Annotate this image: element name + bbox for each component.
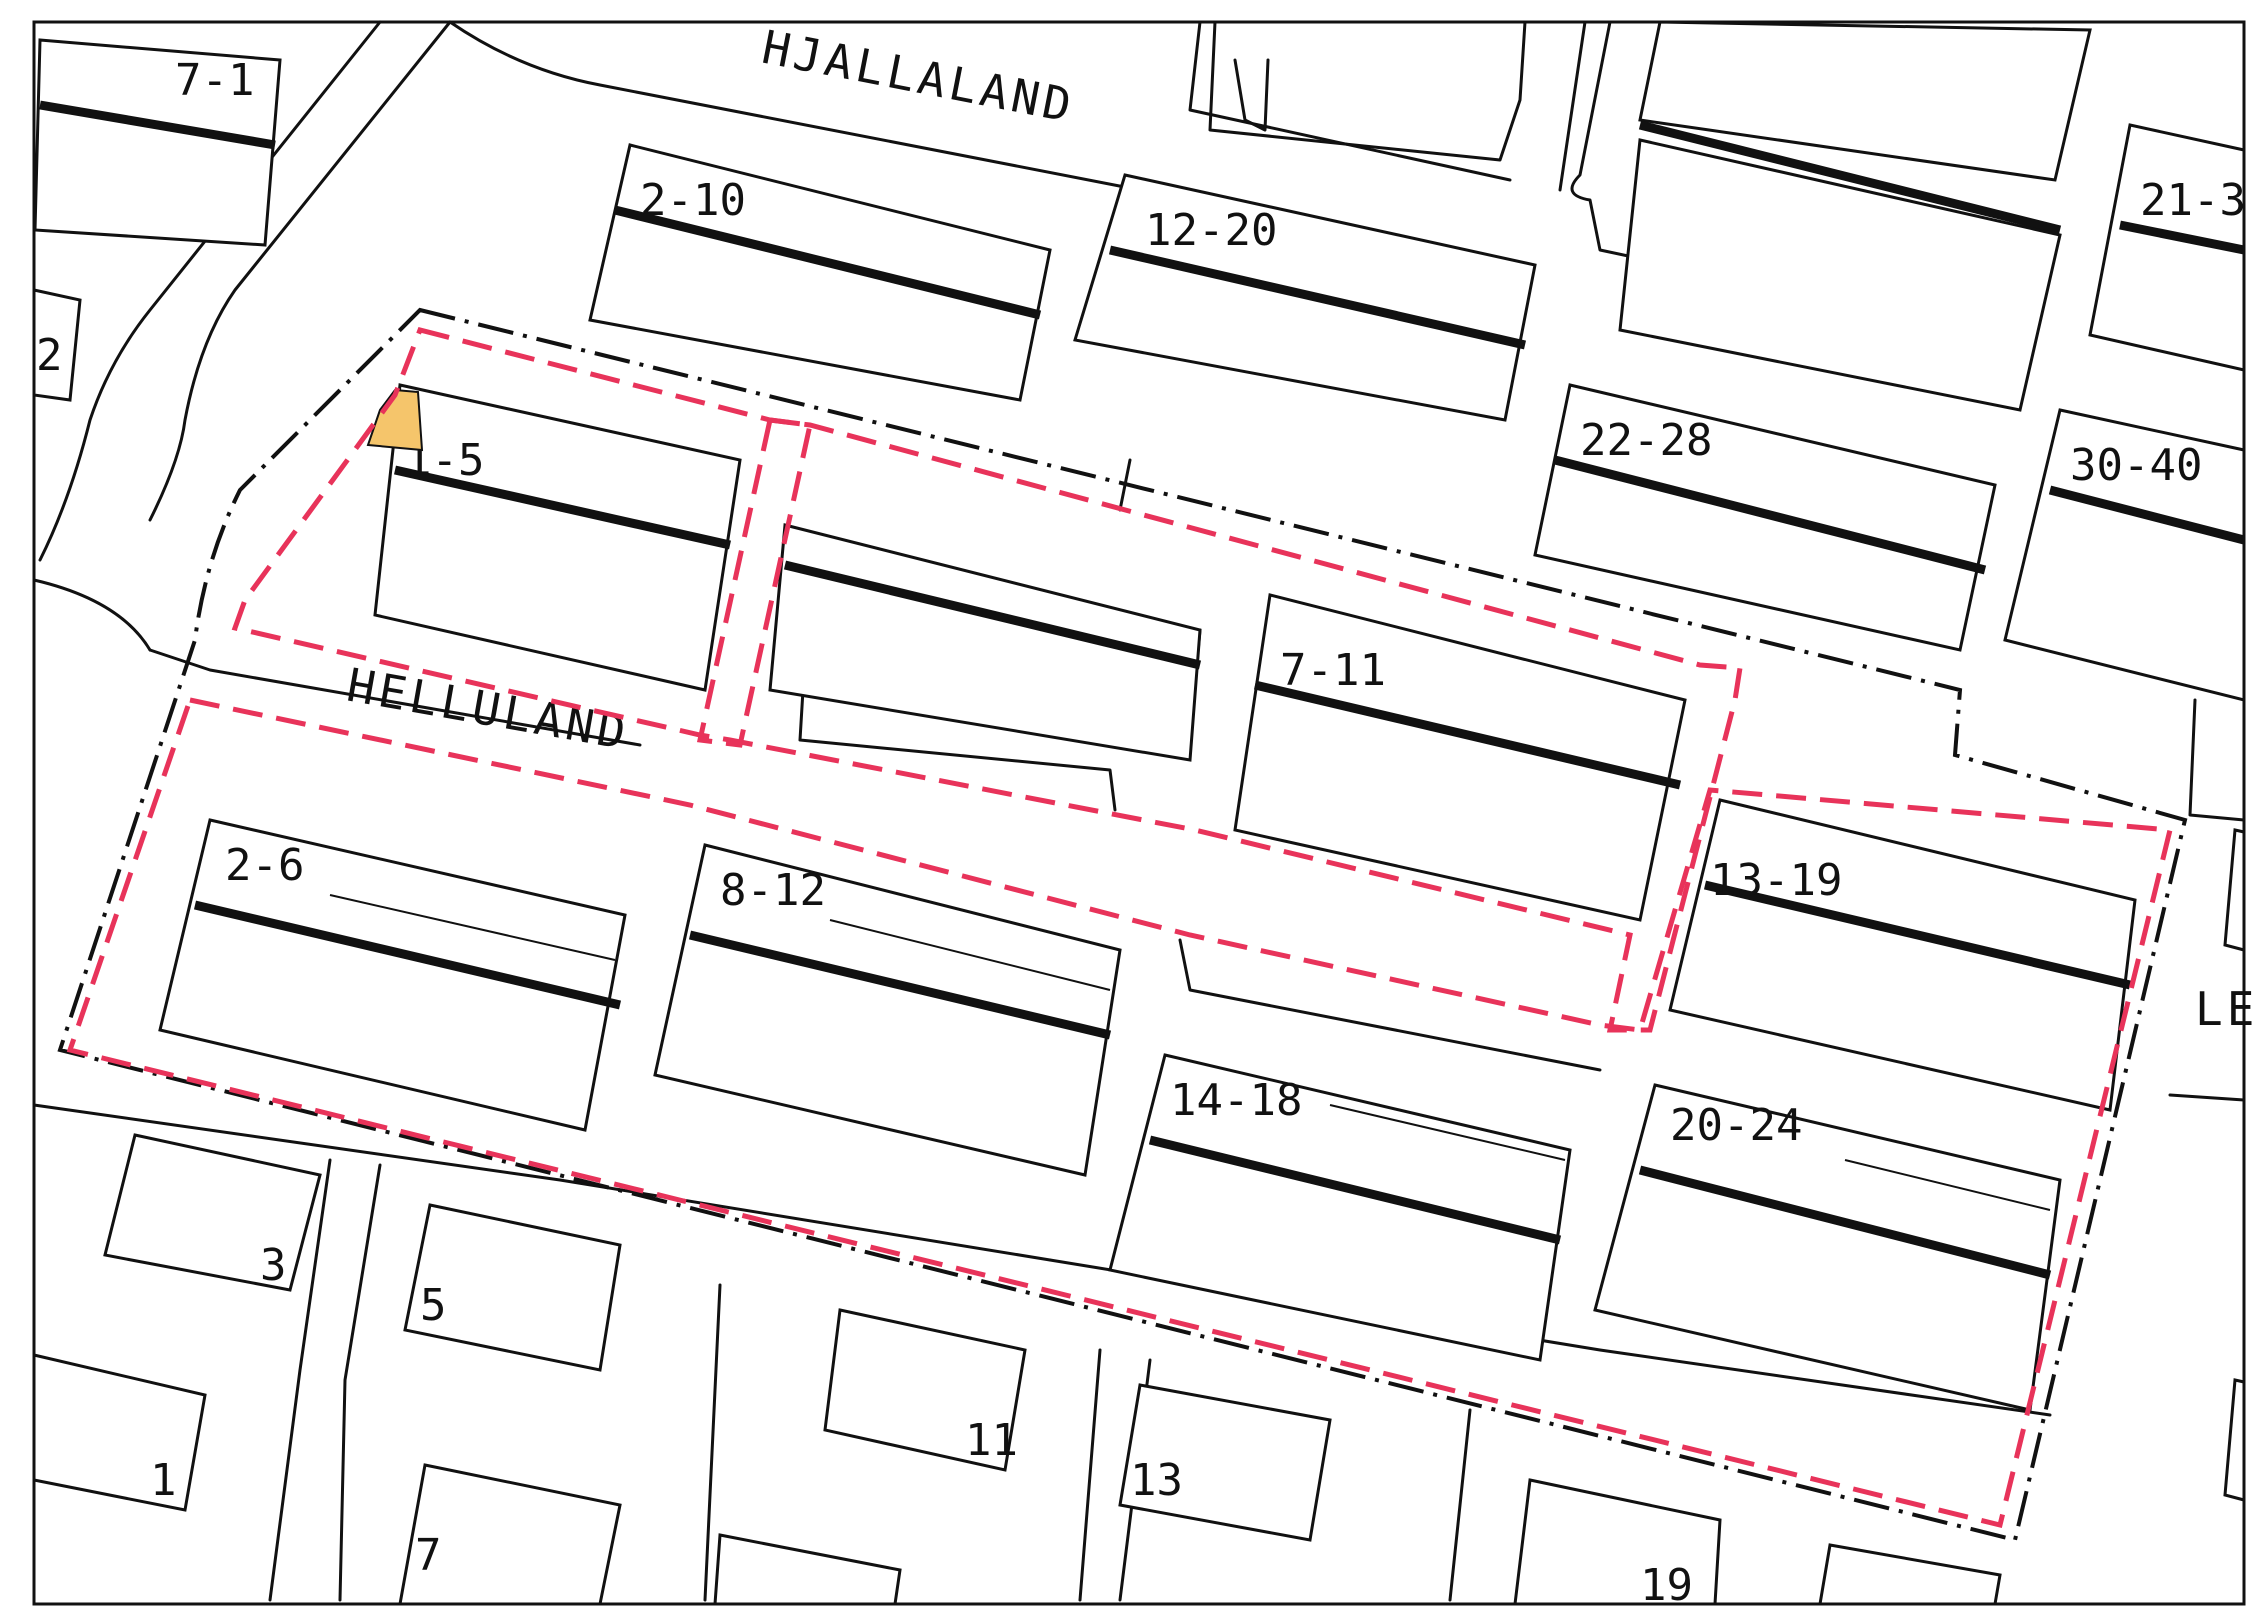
map-frame — [32, 20, 2246, 1606]
building-middle-1 — [768, 523, 1202, 762]
driveway — [798, 688, 1117, 812]
road-edge — [268, 1158, 332, 1602]
street-name-hjallaland: HJALLALAND — [758, 20, 1079, 133]
road-edge — [38, 20, 382, 562]
driveway — [1178, 938, 1602, 1072]
building-top-right — [1618, 20, 2092, 412]
building-21-3: 21-3 — [2088, 123, 2246, 372]
road-edge — [1078, 1348, 1102, 1602]
building-5: 5 — [403, 1203, 622, 1372]
lot-label-13: 13 — [1130, 1455, 1183, 1506]
lot-label-8-12: 8-12 — [720, 865, 826, 916]
building-14-18: 14-18 — [1108, 1053, 1572, 1362]
plan-boundary-dashdot — [57, 307, 2188, 1543]
road-edge — [2168, 1093, 2246, 1102]
road-edge — [148, 648, 642, 747]
building-13-19: 13-19 — [1668, 798, 2137, 1112]
lot-label-19: 19 — [1640, 1560, 1693, 1608]
road-edge — [148, 20, 452, 522]
highlighted-parcel — [366, 388, 424, 452]
lot-label-22-28: 22-28 — [1580, 415, 1712, 466]
road-edge — [1570, 20, 2002, 337]
lot-label-2-10: 2-10 — [640, 175, 746, 226]
road-edge — [703, 1283, 722, 1602]
building-2-6: 2-6 — [158, 818, 627, 1132]
lot-label-2-6: 2-6 — [225, 840, 304, 891]
building-8-12: 8-12 — [653, 843, 1122, 1177]
lot-label-13-19: 13-19 — [1710, 855, 1842, 906]
lot-label-21-3: 21-3 — [2140, 175, 2246, 226]
building-7-1: 7-1 — [33, 38, 282, 247]
driveway — [1233, 58, 1270, 132]
lot-label-11: 11 — [965, 1415, 1018, 1466]
building-7: 7 — [398, 1463, 622, 1606]
road-edge — [1558, 20, 1587, 192]
road-edge — [1448, 1408, 1472, 1602]
building-20-24: 20-24 — [1593, 1083, 2062, 1412]
lot-label-1: 1 — [150, 1455, 177, 1506]
lot-label-3: 3 — [260, 1240, 287, 1291]
building-3: 3 — [103, 1133, 322, 1292]
building-7-11: 7-11 — [1233, 593, 1687, 922]
lot-label-30-40: 30-40 — [2070, 440, 2202, 491]
plan-area-south-red — [66, 697, 2174, 1529]
plan-area-north-red — [231, 327, 1743, 1033]
street-name-helluland: HELLULAND — [343, 658, 633, 761]
street-name-le: LE — [2195, 982, 2257, 1036]
road-edge — [448, 20, 1142, 192]
buildings: 7-1 2-10 12-20 21-3 2 — [32, 20, 2246, 1611]
building-19: 19 — [1513, 1478, 1722, 1611]
road-edge — [2188, 698, 2246, 822]
lot-label-12-20: 12-20 — [1145, 205, 1277, 256]
building-1-5: 1-5 — [373, 383, 742, 692]
building-right-edge — [2223, 828, 2246, 1502]
plan-area-north-divider — [696, 417, 814, 748]
lot-label-20-24: 20-24 — [1670, 1100, 1802, 1151]
building-2-10: 2-10 — [588, 143, 1052, 402]
building-2-left: 2 — [32, 288, 82, 402]
road-edge — [1188, 20, 1512, 182]
road-edge — [32, 1103, 1052, 1262]
lot-label-2: 2 — [36, 330, 63, 381]
building-11: 11 — [823, 1308, 1027, 1472]
building-22-28: 22-28 — [1533, 383, 1997, 652]
building-1: 1 — [32, 1353, 207, 1512]
road-edge — [1208, 20, 1527, 162]
lot-label-14-18: 14-18 — [1170, 1075, 1302, 1126]
building-bottom-c — [1818, 1543, 2002, 1606]
building-13: 13 — [1118, 1383, 1332, 1542]
lot-label-7: 7 — [415, 1530, 442, 1581]
building-12-20: 12-20 — [1073, 173, 1537, 422]
lot-label-7-1: 7-1 — [175, 55, 254, 106]
building-bottom-a — [713, 1533, 902, 1606]
building-30-40: 30-40 — [2003, 408, 2246, 702]
road-edge — [32, 578, 152, 652]
lot-label-7-11: 7-11 — [1280, 645, 1386, 696]
lot-label-5: 5 — [420, 1280, 447, 1331]
road-edge — [338, 1163, 382, 1602]
